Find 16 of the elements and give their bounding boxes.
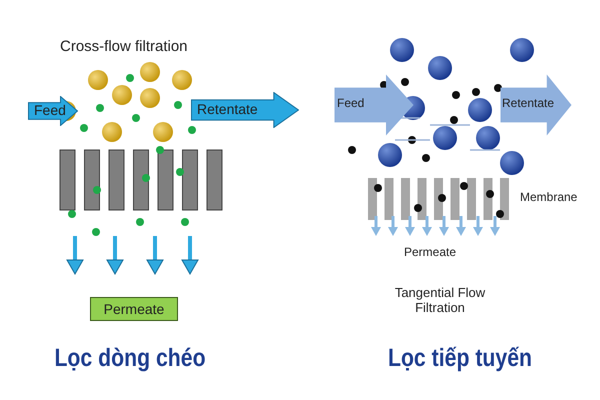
node-text: Feed bbox=[34, 102, 66, 118]
node-text: Permeate bbox=[102, 301, 166, 317]
title-text: Lọc dòng chéo bbox=[54, 344, 206, 373]
node-text: Retentate bbox=[502, 96, 554, 110]
heading: Cross-flow filtration bbox=[60, 38, 189, 55]
title-text: Lọc tiếp tuyến bbox=[386, 344, 534, 373]
block-arrow bbox=[28, 96, 78, 126]
part-label: Permeate bbox=[404, 245, 458, 259]
block-arrow bbox=[500, 74, 572, 136]
part-label: Membrane bbox=[520, 190, 578, 204]
block-arrow bbox=[191, 92, 299, 128]
block-arrow bbox=[334, 74, 414, 136]
node-text: Retentate bbox=[197, 101, 258, 117]
node-text: Feed bbox=[337, 96, 364, 110]
label-box bbox=[90, 297, 178, 321]
caption-text: Tangential Flow Filtration bbox=[394, 285, 486, 315]
